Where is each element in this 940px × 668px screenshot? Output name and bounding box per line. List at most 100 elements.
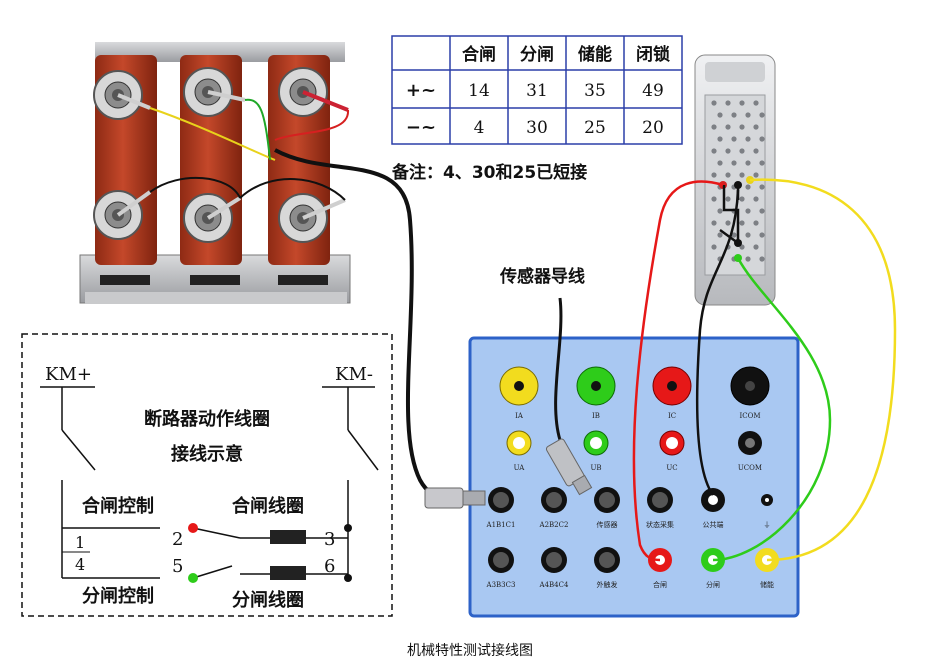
yellow-lead	[149, 107, 276, 161]
sensor-wire	[554, 297, 563, 441]
pin-hole	[745, 136, 751, 142]
yellow-charge-wire	[749, 178, 897, 562]
table-header-lock: 闭锁	[636, 44, 670, 65]
jack-ground	[761, 494, 773, 506]
table-cell: 25	[584, 118, 606, 138]
red-close-wire	[632, 180, 724, 562]
pin-hole	[731, 160, 737, 166]
pin-hole	[753, 172, 759, 178]
label-sensor: 传感器	[597, 520, 618, 529]
pin-hole	[717, 136, 723, 142]
jack-common	[701, 488, 725, 512]
terminal-4: 4	[75, 555, 85, 574]
switch-km-minus	[347, 429, 379, 471]
jack-uc	[659, 430, 685, 456]
pin-hole	[753, 220, 759, 226]
table-cell: 4	[474, 118, 485, 138]
pin-hole	[711, 220, 717, 226]
label-charge: 储能	[760, 580, 774, 589]
socket-a3b3c3	[488, 547, 514, 573]
schematic-title-2: 接线示意	[171, 443, 243, 465]
pin-hole	[725, 196, 731, 202]
pin-hole	[759, 160, 765, 166]
pin-hole	[725, 172, 731, 178]
jack-ucom	[738, 431, 762, 455]
table-cell: 31	[526, 81, 548, 101]
label-ic: IC	[668, 412, 676, 420]
pin-hole	[717, 232, 723, 238]
terminal-2: 2	[172, 529, 183, 550]
terminal-5: 5	[172, 556, 183, 577]
label-ucom: UCOM	[738, 464, 762, 472]
label-open: 分闸	[706, 580, 720, 589]
open-coil-label: 分闸线圈	[232, 589, 304, 611]
pin-hole	[759, 136, 765, 142]
pin-hole	[711, 244, 717, 250]
table-cell: 20	[642, 118, 664, 138]
table-cell: 14	[468, 81, 490, 101]
pin-hole	[739, 100, 745, 106]
jack-ia	[499, 366, 539, 406]
close-coil	[270, 530, 306, 544]
pin-hole	[711, 124, 717, 130]
clip-upper-c	[302, 90, 349, 112]
pin-hole	[759, 208, 765, 214]
pin-hole	[739, 220, 745, 226]
pin-hole	[725, 220, 731, 226]
pin-hole	[753, 100, 759, 106]
close-coil-label: 合闸线圈	[232, 495, 304, 517]
jack-ib	[576, 366, 616, 406]
label-close: 合闸	[653, 580, 667, 589]
pin-hole	[739, 196, 745, 202]
pin-hole	[745, 112, 751, 118]
pin-hole	[731, 112, 737, 118]
terminal-3: 3	[324, 529, 335, 550]
pin-hole	[739, 124, 745, 130]
label-ia: IA	[515, 412, 524, 420]
pin-hole	[745, 232, 751, 238]
label-ext-trigger: 外触发	[597, 580, 618, 589]
socket-ext-trigger	[594, 547, 620, 573]
label-icom: ICOM	[739, 412, 760, 420]
open-control-label: 分闸控制	[82, 585, 154, 607]
pin-hole	[739, 172, 745, 178]
socket-a4b4c4	[541, 547, 567, 573]
table-header-open: 分闸	[520, 44, 554, 65]
jack-ic	[652, 366, 692, 406]
clip-lower-b	[206, 196, 242, 220]
ground-symbol: ⏚	[764, 521, 771, 529]
label-ua: UA	[514, 464, 526, 472]
label-a4b4c4: A4B4C4	[539, 581, 569, 589]
green-lead	[244, 98, 271, 161]
pin-hole	[739, 148, 745, 154]
socket-a2b2c2	[541, 487, 567, 513]
table-row-label-positive: +~	[406, 80, 436, 101]
socket-sensor	[594, 487, 620, 513]
label-status: 状态采集	[646, 520, 674, 529]
pin-table: 合闸 分闸 储能 闭锁 +~ 14 31 35 49 −~ 4 30 25 20	[391, 35, 683, 145]
label-ib: IB	[592, 412, 600, 420]
table-header-charge: 储能	[578, 44, 612, 65]
close-control-label: 合闸控制	[82, 495, 154, 517]
pin-hole	[711, 100, 717, 106]
switch-km-plus	[61, 429, 96, 471]
black-shorting-lead	[149, 176, 346, 201]
aviation-connector-main	[424, 487, 486, 509]
label-ub: UB	[590, 464, 601, 472]
pin-hole	[711, 196, 717, 202]
pin-hole	[725, 124, 731, 130]
clip-lower-c	[302, 198, 346, 220]
pin-hole	[725, 100, 731, 106]
red-lead	[274, 109, 350, 141]
sensor-wire-label: 传感器导线	[499, 266, 585, 287]
jack-icom	[730, 366, 770, 406]
pin-hole	[745, 160, 751, 166]
table-cell: 30	[526, 118, 548, 138]
clip-upper-a	[117, 93, 151, 110]
km-minus-label: KM-	[335, 364, 373, 385]
pin-hole	[753, 196, 759, 202]
label-uc: UC	[666, 464, 677, 472]
terminal-5-dot	[188, 573, 198, 583]
pin-hole	[745, 256, 751, 262]
